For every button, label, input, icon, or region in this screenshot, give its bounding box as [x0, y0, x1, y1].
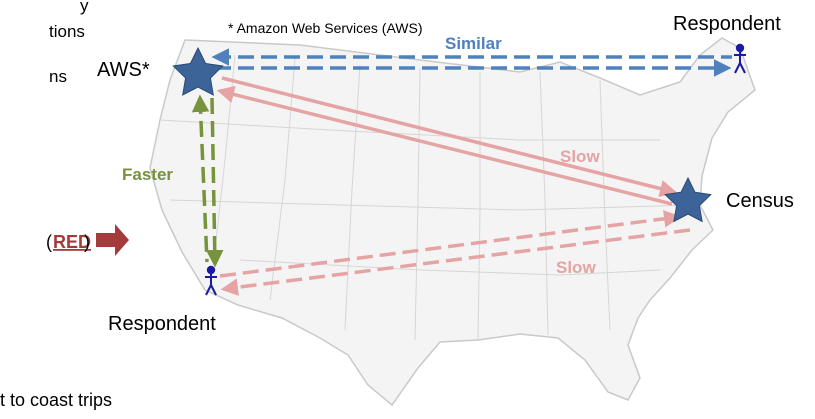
- slow-dashed-label: Slow: [556, 258, 596, 277]
- similar-label: Similar: [445, 34, 502, 53]
- respondent-east-person-icon: [734, 43, 746, 74]
- respondent-west-label: Respondent: [108, 313, 216, 335]
- census-label: Census: [726, 190, 794, 212]
- left-fragment-2: tions: [49, 22, 85, 41]
- red-label-close-paren: ): [84, 232, 90, 252]
- respondent-east-label: Respondent: [673, 13, 781, 35]
- slow-solid-label: Slow: [560, 147, 600, 166]
- edge-similar: [211, 48, 732, 77]
- aws-label: AWS*: [97, 59, 150, 81]
- census-star-icon: [664, 176, 712, 223]
- us-map: [149, 37, 756, 407]
- red-label: RED: [53, 232, 91, 252]
- red-label-open-paren: (: [46, 232, 52, 252]
- red-arrow-icon: [96, 224, 129, 256]
- left-fragment-1: y: [80, 0, 89, 15]
- edge-slow-solid: [216, 76, 678, 206]
- map-outline: [149, 37, 756, 407]
- edge-faster: [191, 94, 224, 268]
- respondent-west-person-icon: [205, 265, 217, 296]
- aws-star-icon: [172, 46, 224, 96]
- edge-slow-dashed: [219, 210, 691, 296]
- footnote: * Amazon Web Services (AWS): [228, 20, 423, 36]
- left-fragment-3: ns: [49, 67, 67, 86]
- faster-label: Faster: [122, 165, 173, 184]
- state-borders: [159, 54, 691, 341]
- bottom-fragment: t to coast trips: [0, 390, 112, 410]
